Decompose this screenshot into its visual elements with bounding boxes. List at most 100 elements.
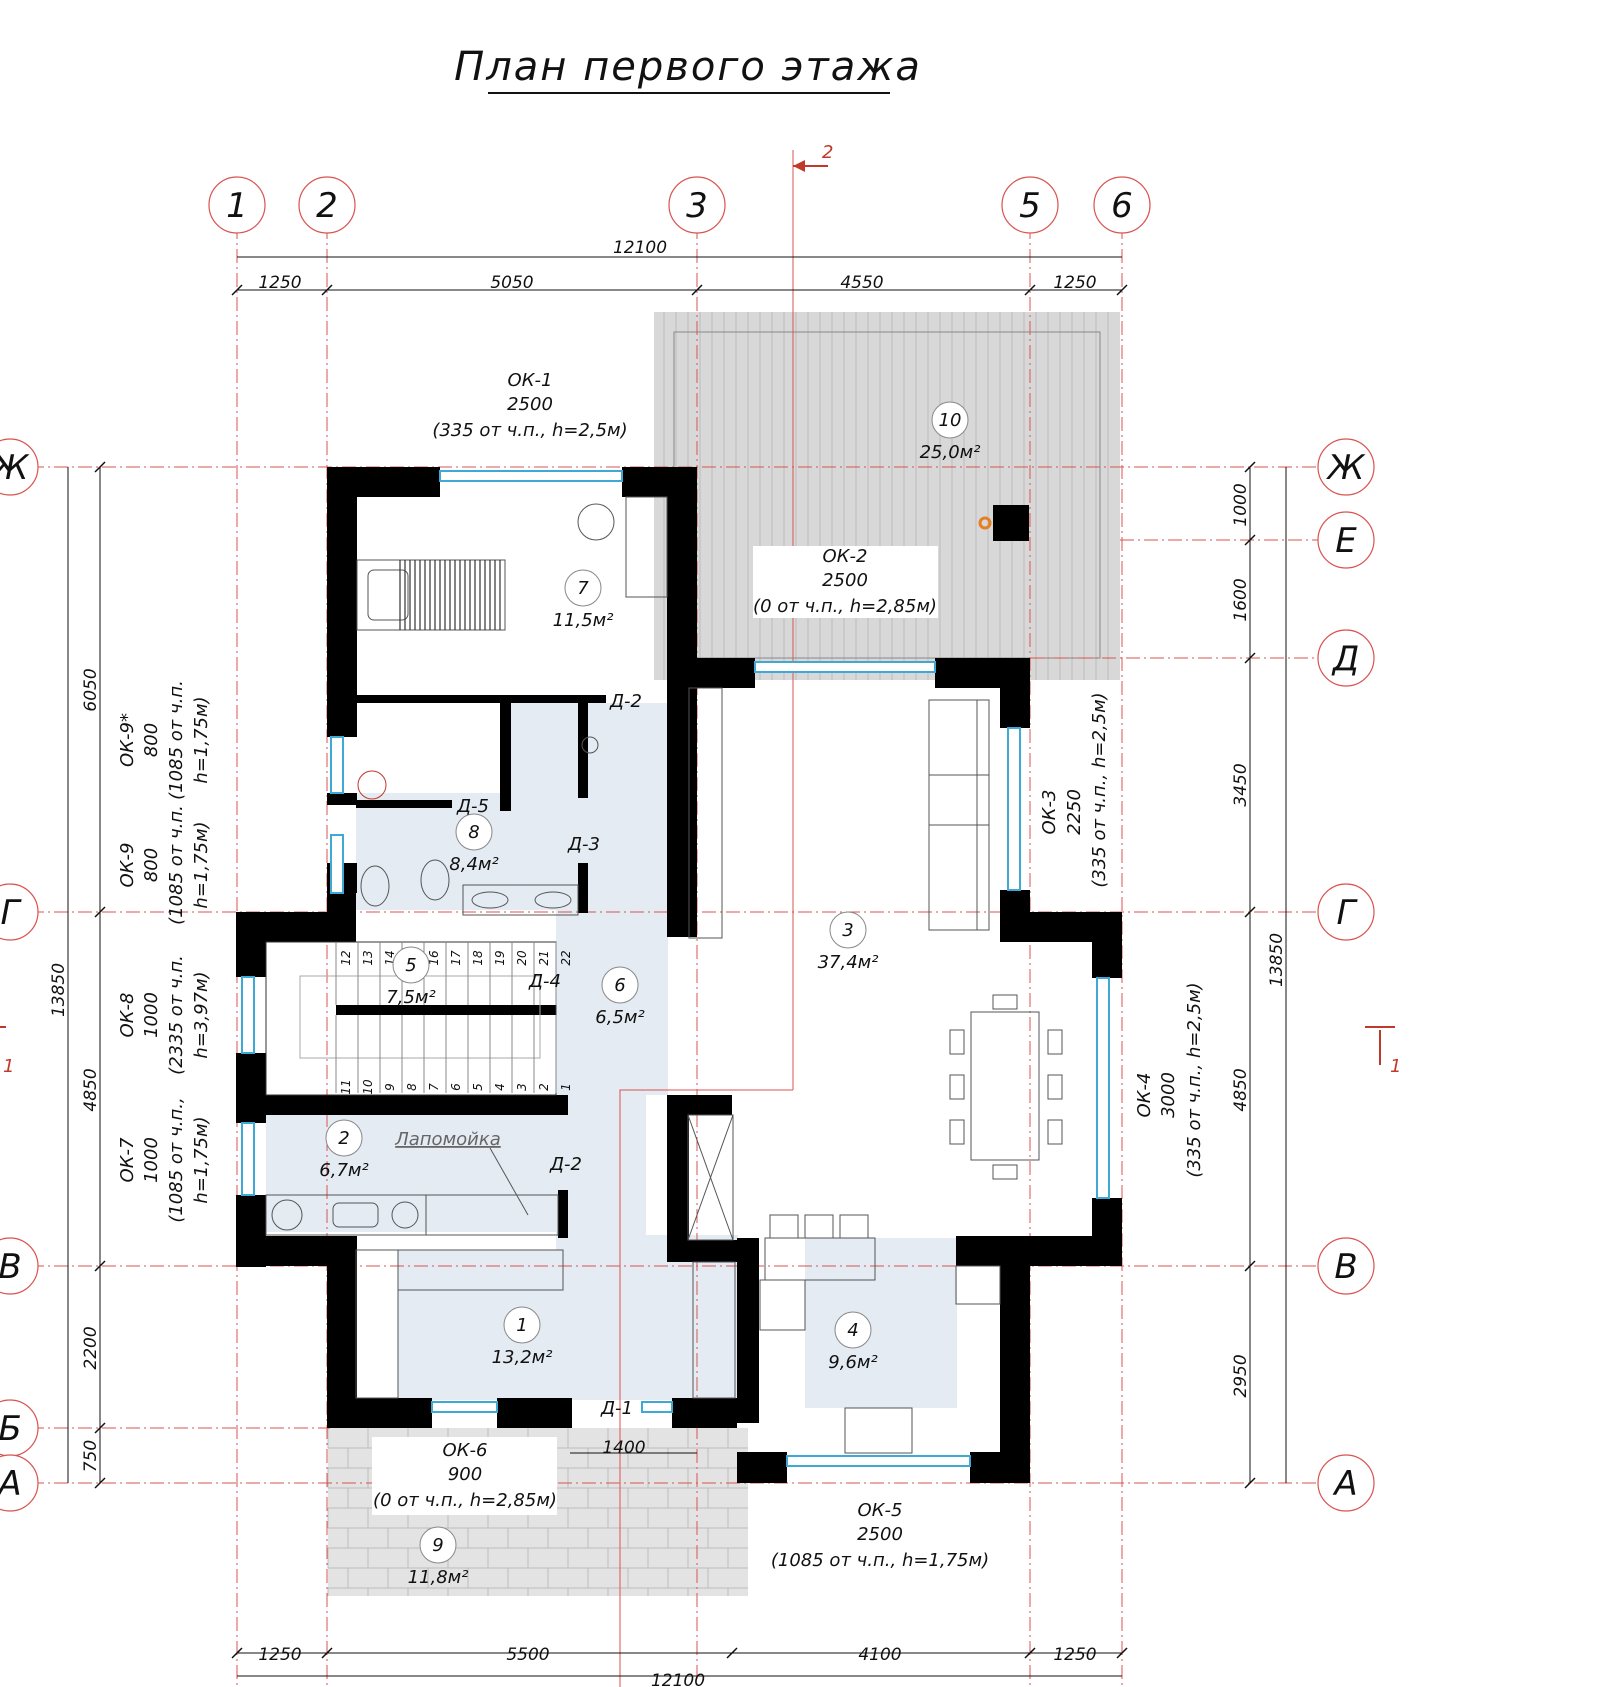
ok7-spec2: h=1,75м) [191, 1116, 212, 1203]
dim-right-total: 13850 [1267, 933, 1287, 987]
ok6-label-bg [372, 1437, 557, 1515]
ok5-spec: (1085 от ч.п., h=1,75м) [771, 1550, 989, 1571]
dining-chairs [949, 994, 1063, 1180]
plan-title: План первого этажа [454, 44, 922, 90]
ok1-width: 2500 [507, 394, 553, 415]
axis-right-3-label: Г [1337, 893, 1359, 933]
ok6-width: 900 [448, 1464, 482, 1485]
axis-left-2-label: В [0, 1247, 22, 1287]
ok9s-spec2: h=1,75м) [191, 696, 212, 783]
door-d4: Д-4 [528, 971, 561, 992]
terrace-top [654, 312, 1120, 680]
equipment-label: Лапомойка [394, 1129, 501, 1150]
room-7-number: 7 [577, 578, 589, 599]
room-4-number: 4 [847, 1320, 858, 1341]
room-5-area: 7,5м² [386, 987, 435, 1008]
axis-right-1-label: Е [1335, 521, 1357, 561]
dim-left-2: 4850 [81, 1068, 101, 1111]
section-label-1-left: 1 [3, 1056, 14, 1077]
room-8-number: 8 [468, 822, 479, 843]
chair [1047, 1119, 1063, 1145]
dim-top-2: 5050 [490, 273, 533, 293]
room-9-area: 11,8м² [408, 1567, 469, 1588]
ok5-name: ОК-5 [858, 1500, 903, 1521]
step-number-bottom: 11 [339, 1079, 353, 1094]
room-3-area: 37,4м² [818, 952, 879, 973]
dim-right-3: 3450 [1231, 763, 1251, 806]
room-10-number: 10 [939, 410, 962, 431]
axis-top-4-label: 6 [1111, 186, 1133, 226]
dim-top-total: 12100 [613, 238, 667, 258]
ok1-name: ОК-1 [508, 370, 553, 391]
step-number-bottom: 4 [493, 1083, 507, 1091]
step-number-top: 22 [559, 950, 573, 965]
ok3-name: ОК-3 [1039, 790, 1060, 835]
axis-right-0-label: Ж [1326, 448, 1366, 488]
ok2-name: ОК-2 [823, 546, 868, 567]
step-number-top: 13 [361, 950, 375, 965]
dim-top-1: 1250 [258, 273, 301, 293]
ok7-spec1: (1085 от ч.п., [166, 1097, 187, 1222]
axis-left-4-circle [0, 1454, 39, 1512]
dim-right-5: 2950 [1231, 1354, 1251, 1397]
dim-bottom-2: 5500 [506, 1645, 549, 1665]
axis-right-2-label: Д [1331, 639, 1360, 679]
dim-right-1: 1000 [1231, 483, 1251, 526]
step-number-bottom: 6 [449, 1083, 463, 1091]
ok7-width: 1000 [141, 1137, 162, 1183]
door-d5: Д-5 [456, 796, 489, 817]
step-number-bottom: 9 [383, 1083, 397, 1091]
dim-right-2: 1600 [1231, 578, 1251, 621]
room-1-marker [503, 1306, 541, 1344]
axis-left-3-label: Б [0, 1409, 22, 1449]
step-number-bottom: 2 [537, 1083, 551, 1091]
room-4-marker [834, 1311, 872, 1349]
chair [949, 1074, 965, 1100]
section-arrow-2-head [793, 160, 805, 172]
axis-top-0-label: 1 [226, 186, 248, 226]
axis-left-0-label: Ж [0, 448, 30, 488]
ok9s-width: 800 [141, 723, 162, 757]
room-2-marker [325, 1119, 363, 1157]
room-6-area: 6,5м² [595, 1007, 644, 1028]
chair [949, 1029, 965, 1055]
section-line-2-bend [619, 1089, 793, 1687]
axis-top-4-circle [1093, 176, 1151, 234]
room-8-marker [455, 813, 493, 851]
ok9s-name: ОК-9* [117, 713, 138, 767]
room-1-area: 13,2м² [492, 1347, 553, 1368]
chair [1047, 1029, 1063, 1055]
door-d3: Д-3 [567, 834, 600, 855]
door-d1: Д-1 [600, 1398, 633, 1419]
ok4-spec: (335 от ч.п., h=2,5м) [1184, 982, 1205, 1177]
axis-right-5-circle [1317, 1454, 1375, 1512]
axis-left-4-label: А [0, 1464, 22, 1504]
step-number-bottom: 7 [427, 1083, 441, 1091]
bed-slats [399, 560, 501, 630]
ok8-spec1: (2335 от ч.п. [166, 955, 187, 1075]
door-d2-bottom: Д-2 [549, 1154, 582, 1175]
dim-right-4: 4850 [1231, 1068, 1251, 1111]
axis-top-3-circle [1001, 176, 1059, 234]
window-frames [241, 470, 1110, 1467]
room-6-marker [601, 966, 639, 1004]
wet-zones [266, 703, 957, 1408]
dim-bottom-1: 1250 [258, 1645, 301, 1665]
room-2-number: 2 [338, 1128, 349, 1149]
room-5-marker [392, 946, 430, 984]
axis-right-0-circle [1317, 438, 1375, 496]
axis-top-2-label: 3 [686, 186, 708, 226]
step-number-top: 17 [449, 950, 463, 966]
axis-left-1-circle [0, 883, 39, 941]
axis-top-1-circle [298, 176, 356, 234]
dim-top-4: 1250 [1053, 273, 1096, 293]
room-1-number: 1 [516, 1315, 527, 1336]
axis-top-2-circle [668, 176, 726, 234]
chair [992, 994, 1018, 1010]
axis-right-3-circle [1317, 883, 1375, 941]
step-number-bottom: 1 [559, 1083, 573, 1091]
ok4-name: ОК-4 [1134, 1073, 1155, 1118]
room-9-number: 9 [432, 1535, 443, 1556]
